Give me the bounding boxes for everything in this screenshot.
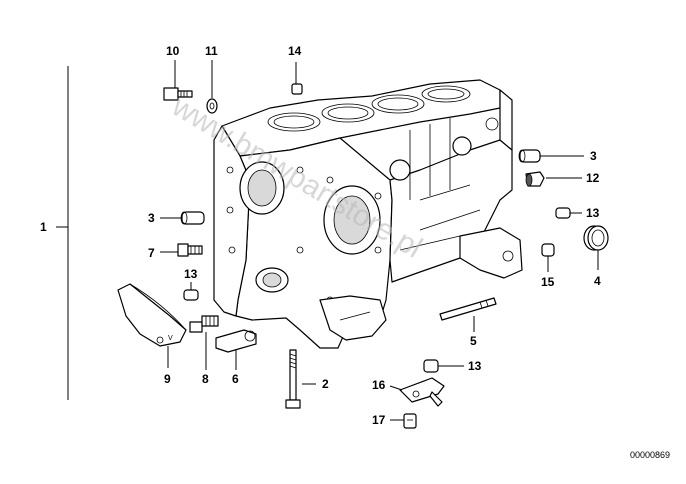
part-16-bracket bbox=[399, 377, 445, 407]
part-13-dowel-right bbox=[555, 207, 571, 219]
part-14-dowel bbox=[291, 83, 303, 95]
callout-9: 9 bbox=[164, 372, 171, 386]
part-15-dowel bbox=[541, 243, 555, 257]
part-11-washer bbox=[206, 98, 218, 114]
part-7-stud bbox=[177, 243, 203, 257]
callout-14: 14 bbox=[288, 44, 302, 58]
callout-10: 10 bbox=[166, 44, 180, 58]
callout-13-bottom: 13 bbox=[468, 359, 482, 373]
callout-8: 8 bbox=[202, 372, 209, 386]
part-13-dowel-bottom bbox=[423, 359, 439, 373]
callout-16: 16 bbox=[372, 378, 386, 392]
callout-15: 15 bbox=[541, 275, 555, 289]
part-4-seal-ring bbox=[583, 225, 609, 251]
diagram-code: 00000869 bbox=[630, 450, 670, 460]
callout-labels: 1 10 11 14 3 12 13 4 15 3 7 13 9 8 6 2 5… bbox=[40, 44, 601, 427]
callout-13-right: 13 bbox=[586, 206, 600, 220]
callout-3-left: 3 bbox=[148, 211, 155, 225]
callout-5: 5 bbox=[470, 334, 477, 348]
callout-17: 17 bbox=[372, 413, 386, 427]
part-3-dowel-right bbox=[518, 149, 541, 163]
callout-4: 4 bbox=[594, 274, 601, 288]
part-17-screw bbox=[403, 413, 417, 429]
callout-2: 2 bbox=[322, 377, 329, 391]
callout-3-right: 3 bbox=[590, 149, 597, 163]
part-6-sleeve bbox=[215, 329, 257, 353]
part-9-bearing-cap: V bbox=[117, 283, 187, 347]
part-12-plug bbox=[525, 171, 545, 187]
callout-6: 6 bbox=[232, 372, 239, 386]
svg-text:V: V bbox=[168, 335, 173, 342]
callout-12: 12 bbox=[586, 171, 600, 185]
callout-7: 7 bbox=[148, 246, 155, 260]
part-10-bolt bbox=[163, 87, 193, 101]
part-8-stud bbox=[189, 315, 219, 333]
callout-11: 11 bbox=[205, 44, 218, 58]
part-13-dowel-left bbox=[183, 289, 199, 301]
part-3-dowel-left bbox=[180, 211, 205, 225]
part-5-bolt bbox=[439, 297, 497, 321]
callout-13-left: 13 bbox=[184, 267, 198, 281]
part-2-long-bolt bbox=[285, 349, 301, 409]
leader-lines bbox=[56, 60, 599, 421]
engine-block bbox=[213, 79, 523, 349]
callout-1: 1 bbox=[40, 220, 47, 234]
